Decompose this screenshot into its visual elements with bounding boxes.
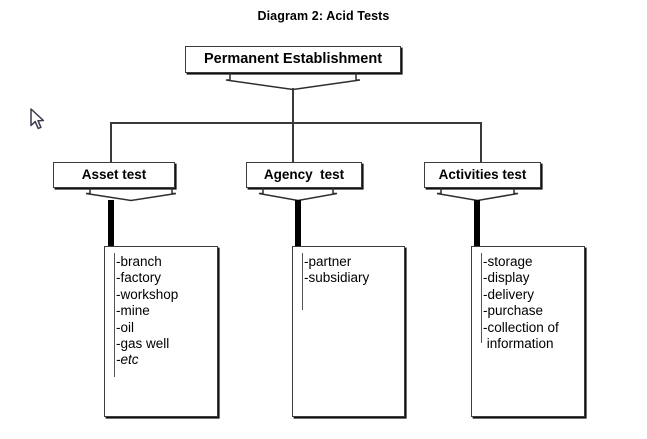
node-agency-test-label: Agency test	[263, 167, 345, 183]
node-activities-test[interactable]: Activities test	[424, 162, 541, 188]
caret-line-agency	[302, 253, 304, 310]
list-item: -gas well	[116, 336, 170, 352]
connector-stem-asset	[108, 200, 114, 250]
caret-line-asset	[114, 253, 116, 377]
diagram-title: Diagram 2: Acid Tests	[257, 9, 390, 23]
list-item: -mine	[116, 303, 150, 319]
connector-root-vertical	[292, 88, 294, 123]
connector-horizontal-bus	[110, 122, 481, 124]
list-item: -etc	[116, 352, 139, 368]
down-chevron-connector-icon-asset	[85, 187, 177, 203]
list-items-activities: -storage -display -delivery -purchase -c…	[483, 254, 580, 352]
list-item: -purchase	[483, 303, 544, 319]
list-item: -workshop	[116, 286, 179, 302]
list-item: -partner	[304, 254, 352, 269]
list-item: information	[483, 336, 554, 352]
list-items-asset: -branch -factory -workshop -mine -oil -g…	[116, 254, 213, 369]
list-items-agency: -partner -subsidiary	[304, 254, 400, 287]
list-item: -factory	[116, 270, 162, 286]
list-box-agency-test[interactable]: -partner -subsidiary	[292, 246, 405, 417]
caret-line-activities	[481, 253, 483, 343]
list-box-activities-test[interactable]: -storage -display -delivery -purchase -c…	[471, 246, 585, 417]
node-agency-test[interactable]: Agency test	[246, 162, 362, 188]
mouse-pointer-icon	[30, 108, 46, 132]
connector-stem-agency	[295, 200, 301, 250]
connector-drop-asset	[110, 122, 112, 163]
list-box-asset-test[interactable]: -branch -factory -workshop -mine -oil -g…	[104, 246, 218, 417]
connector-stem-activities	[474, 200, 480, 250]
list-item: -delivery	[483, 286, 535, 302]
node-permanent-establishment-label: Permanent Establishment	[203, 51, 383, 68]
node-permanent-establishment[interactable]: Permanent Establishment	[185, 46, 401, 73]
list-item: -storage	[483, 254, 533, 269]
connector-drop-activities	[480, 122, 482, 163]
node-activities-test-label: Activities test	[438, 167, 527, 183]
connector-drop-agency	[292, 122, 294, 163]
node-asset-test-label: Asset test	[81, 167, 147, 183]
list-item: -oil	[116, 319, 135, 335]
list-item: -display	[483, 270, 530, 286]
node-asset-test[interactable]: Asset test	[53, 162, 175, 188]
list-item: -collection of	[483, 319, 559, 335]
list-item: -subsidiary	[304, 270, 370, 286]
list-item: -branch	[116, 254, 162, 269]
